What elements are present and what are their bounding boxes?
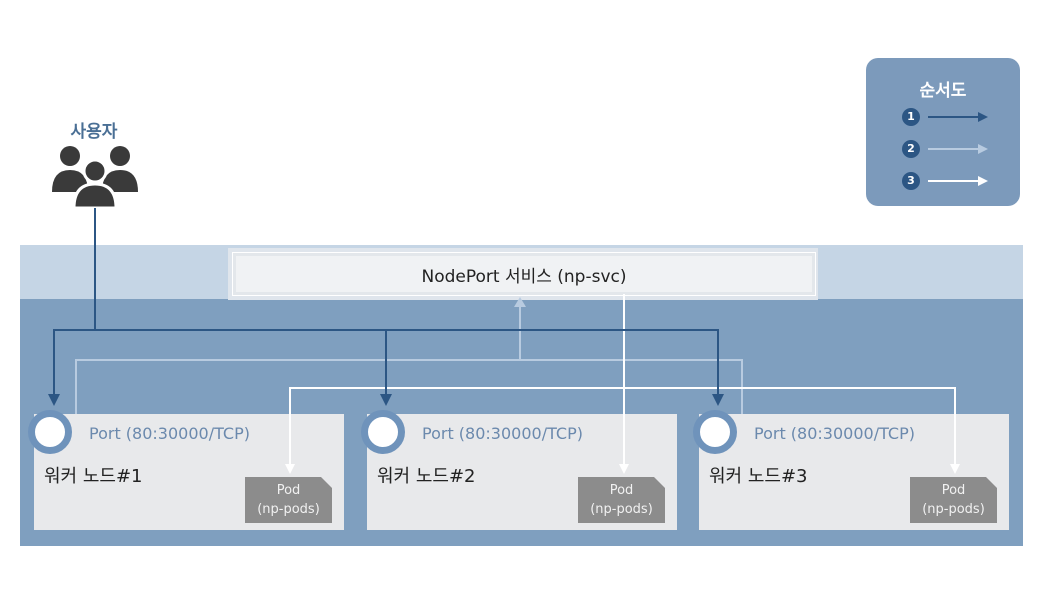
worker-node-2: Port (80:30000/TCP) 워커 노드#2 Pod (np-pods… [361, 410, 677, 530]
node-port-label: Port (80:30000/TCP) [89, 424, 250, 443]
pod-name: (np-pods) [922, 502, 985, 517]
node-name: 워커 노드#3 [709, 466, 808, 487]
port-circle-icon [361, 410, 405, 454]
pod-box: Pod (np-pods) [578, 477, 665, 523]
worker-node-1: Port (80:30000/TCP) 워커 노드#1 Pod (np-pods… [28, 410, 344, 530]
legend-item-3: 3 [902, 172, 998, 192]
pod-name: (np-pods) [590, 502, 653, 517]
pod-name: (np-pods) [257, 502, 320, 517]
legend-item-2: 2 [902, 140, 998, 160]
pod-label: Pod [276, 483, 301, 498]
pod-box: Pod (np-pods) [910, 477, 997, 523]
step-number-badge: 1 [902, 108, 920, 126]
port-circle-icon [28, 410, 72, 454]
pod-label: Pod [941, 483, 966, 498]
service-label: NodePort 서비스 (np-svc) [421, 266, 627, 287]
legend-title: 순서도 [919, 81, 967, 101]
user-label: 사용자 [70, 122, 118, 142]
step-number-badge: 3 [902, 172, 920, 190]
port-circle-icon [693, 410, 737, 454]
node-name: 워커 노드#2 [377, 466, 476, 487]
node-name: 워커 노드#1 [44, 466, 143, 487]
users-group-icon [50, 142, 140, 210]
arrow-right-icon [928, 144, 988, 154]
legend-item-1: 1 [902, 108, 998, 128]
pod-box: Pod (np-pods) [245, 477, 332, 523]
arrow-right-icon [928, 112, 988, 122]
arrow-right-icon [928, 176, 988, 186]
step-number-badge: 2 [902, 140, 920, 158]
pod-label: Pod [609, 483, 634, 498]
legend-panel: 순서도 1 2 3 [866, 58, 1020, 206]
worker-node-3: Port (80:30000/TCP) 워커 노드#3 Pod (np-pods… [693, 410, 1009, 530]
node-port-label: Port (80:30000/TCP) [422, 424, 583, 443]
nodeport-service-box: NodePort 서비스 (np-svc) [232, 252, 816, 296]
node-port-label: Port (80:30000/TCP) [754, 424, 915, 443]
